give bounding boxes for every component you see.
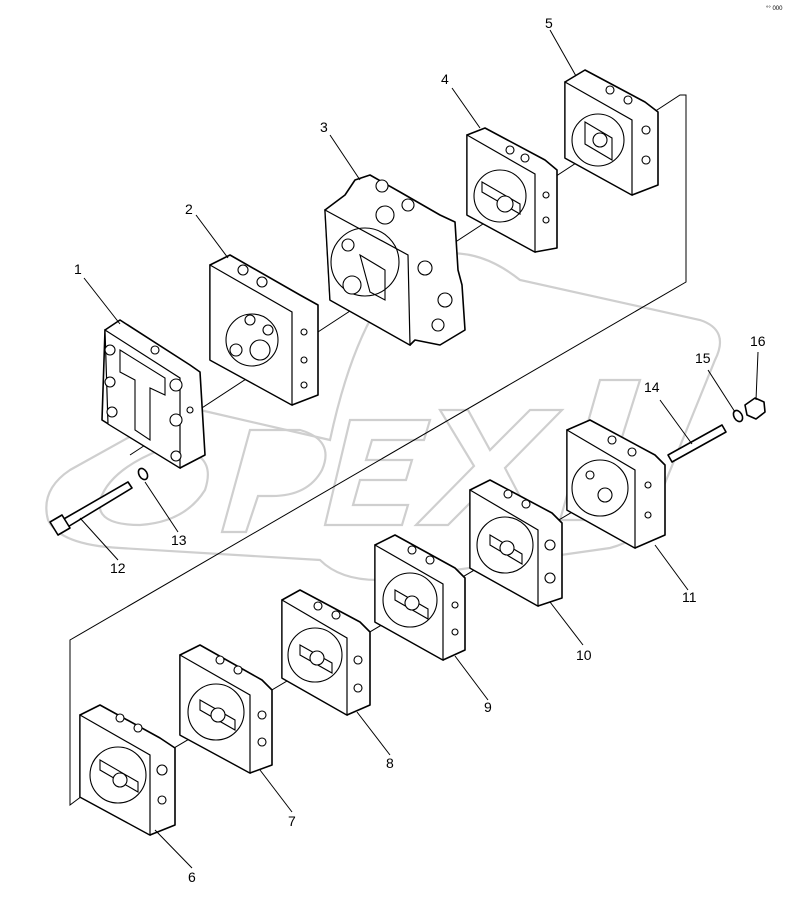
callout-5: 5 (545, 15, 553, 31)
part-3-main-valve-body (324, 174, 466, 347)
part-9-valve-section (374, 534, 466, 662)
callout-10: 10 (576, 647, 592, 663)
part-11-end-section (566, 419, 666, 550)
callout-16: 16 (750, 333, 766, 349)
part-13-washer (137, 467, 149, 481)
callout-13: 13 (171, 532, 187, 548)
part-1-end-cover (101, 319, 206, 470)
callout-2: 2 (185, 201, 193, 217)
corner-mark: °° 000 (766, 6, 783, 12)
part-8-valve-section (281, 589, 371, 717)
callout-14: 14 (644, 379, 660, 395)
callout-6: 6 (188, 869, 196, 885)
callout-9: 9 (484, 699, 492, 715)
callout-8: 8 (386, 755, 394, 771)
callout-3: 3 (320, 119, 328, 135)
callout-4: 4 (441, 71, 449, 87)
part-2-valve-section (209, 254, 319, 407)
part-15-washer (732, 409, 744, 423)
callout-11: 11 (682, 589, 697, 605)
callout-1: 1 (74, 261, 82, 277)
part-16-nut (744, 397, 766, 420)
part-7-valve-section (179, 644, 273, 775)
callout-12: 12 (110, 560, 126, 576)
part-14-stud (667, 424, 727, 463)
leader-lines (79, 29, 759, 869)
part-5-valve-section (564, 69, 659, 197)
callout-labels: 1 2 3 4 5 6 7 8 9 10 11 12 13 14 15 16 (74, 15, 766, 885)
part-10-valve-section (469, 479, 563, 608)
callout-7: 7 (288, 813, 296, 829)
part-6-valve-section (79, 704, 176, 837)
callout-15: 15 (695, 350, 711, 366)
part-4-valve-section (466, 127, 558, 254)
part-12-tie-bolt (49, 481, 133, 536)
